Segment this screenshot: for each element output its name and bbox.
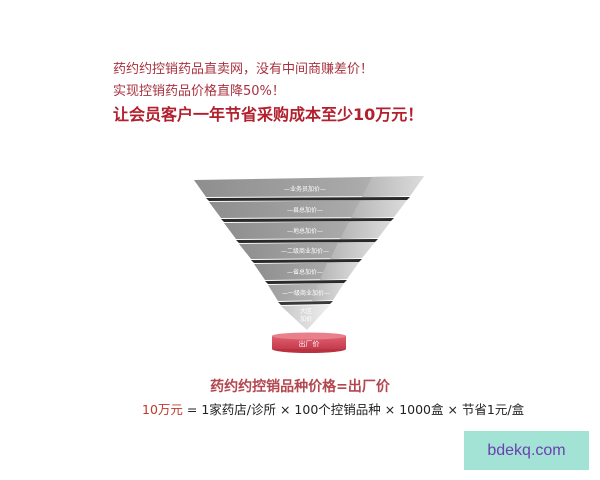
price-markup-funnel: —业务员加价— —县总加价— —地总加价— —二级商业加价— —省总加价— —一…: [194, 176, 424, 353]
layer-label: 加价: [300, 315, 312, 323]
funnel-layer-secondary-distributor: —二级商业加价—: [239, 242, 375, 263]
funnel-apex-region: 大区 加价: [281, 305, 330, 330]
caption-formula: 10万元 = 1家药店/诊所 × 100个控销品种 × 1000盒 × 节省1元…: [142, 399, 524, 418]
headline-line-3: 让会员客户一年节省采购成本至少10万元！: [113, 105, 424, 124]
layer-label: —县总加价—: [287, 206, 323, 214]
layer-label: —二级商业加价—: [281, 247, 329, 255]
funnel-layer-salesman: —业务员加价—: [194, 176, 424, 201]
formula-rest: = 1家药店/诊所 × 100个控销品种 × 1000盒 × 节省1元/盒: [182, 402, 525, 417]
watermark: bdekq.com: [464, 431, 589, 470]
funnel-layer-primary-distributor: —一级商业加价—: [268, 283, 344, 305]
funnel-layer-county: —县总加价—: [209, 200, 407, 222]
layer-label: 大区: [300, 307, 312, 315]
layer-label: —地总加价—: [287, 227, 323, 235]
funnel-layer-province: —省总加价—: [254, 262, 359, 284]
caption-title: 药约约控销品种价格=出厂价: [210, 379, 390, 395]
funnel-layer-prefecture: —地总加价—: [224, 221, 391, 243]
layer-label: —业务员加价—: [284, 185, 326, 193]
factory-price-base: 出厂价: [272, 332, 346, 353]
formula-highlight: 10万元: [142, 402, 183, 417]
watermark-text: bdekq.com: [487, 441, 566, 459]
headline-line-1: 药约约控销药品直卖网，没有中间商赚差价！: [113, 62, 374, 77]
headline-line-2: 实现控销药品价格直降50%！: [113, 84, 285, 99]
layer-label: —省总加价—: [287, 268, 323, 276]
base-label: 出厂价: [299, 339, 320, 348]
layer-label: —一级商业加价—: [282, 289, 330, 297]
